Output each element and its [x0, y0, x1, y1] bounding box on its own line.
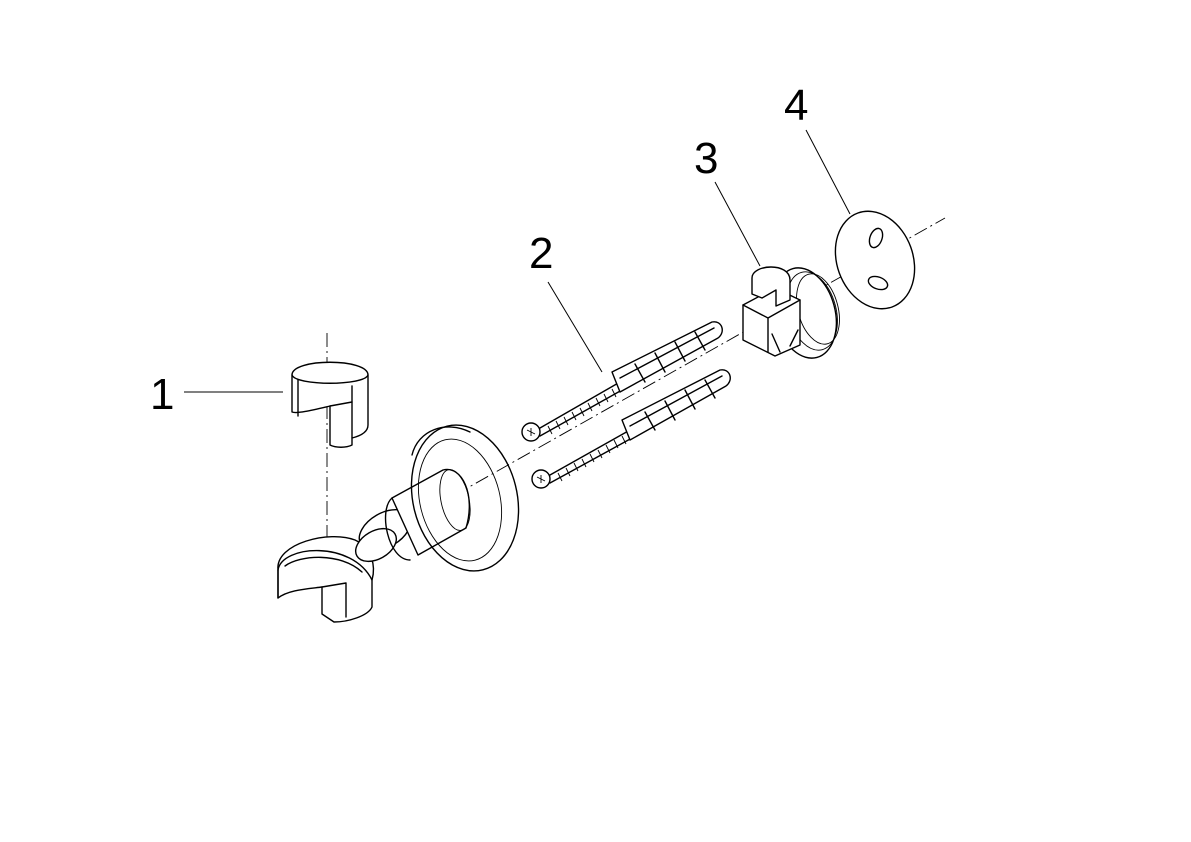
leader-line-4: [805, 129, 851, 215]
part-2-screw-upper: [521, 381, 623, 442]
holder-wall-rosette: [410, 424, 520, 572]
holder-clip-cup: [277, 536, 375, 623]
callout-2: 2: [529, 229, 553, 278]
callout-3: 3: [694, 134, 718, 183]
part-1-clip-insert: [291, 361, 369, 448]
leader-line-2: [547, 281, 603, 373]
part-2-dowel-upper: [611, 321, 723, 393]
part-4-gasket-plate: [834, 210, 916, 310]
leader-line-3: [714, 181, 761, 267]
part-2-dowel-lower: [621, 369, 731, 441]
callout-4: 4: [784, 81, 808, 130]
callout-labels: 1 2 3 4: [150, 81, 808, 419]
leader-lines: [184, 129, 851, 393]
part-2-screw-lower: [531, 429, 633, 489]
holder-neck: [355, 468, 471, 563]
callout-1: 1: [150, 370, 174, 419]
part-3-threaded-insert: [742, 266, 840, 359]
